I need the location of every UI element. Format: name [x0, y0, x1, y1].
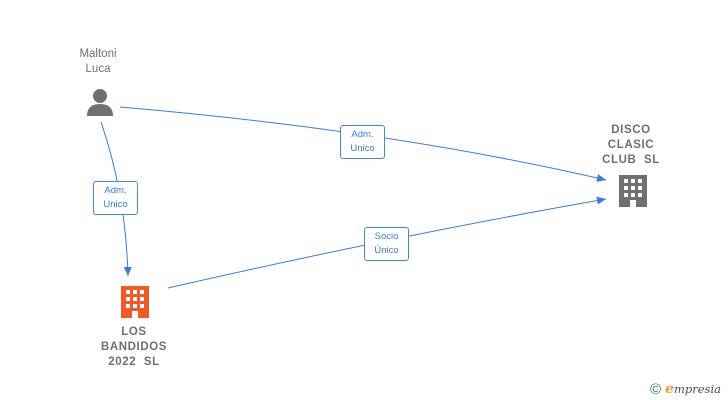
person-name-line2: Luca: [85, 63, 111, 75]
edge-label-line2: Único: [374, 245, 399, 256]
brand-rest: mpresia: [673, 382, 721, 396]
bandidos-name-line2: BANDIDOS: [100, 341, 168, 353]
copyright-icon: ©: [650, 380, 662, 398]
bandidos-name-line1: LOS: [121, 326, 147, 338]
edge-label-person-to-disco: Adm. Unico: [340, 125, 385, 159]
brand-initial: e: [665, 381, 674, 397]
edge-label-person-to-bandidos: Adm. Unico: [93, 181, 138, 215]
building-icon: [121, 286, 149, 318]
edge-label-line1: Adm.: [104, 185, 127, 196]
edge-label-line1: Socio: [374, 231, 399, 242]
person-icon: [87, 89, 113, 116]
building-icon: [619, 175, 647, 207]
disco-name-line3: CLUB SL: [602, 154, 660, 166]
edge-label-line2: Unico: [350, 143, 375, 154]
disco-name-line2: CLASIC: [607, 139, 655, 151]
edge-label-bandidos-to-disco: Socio Único: [364, 227, 409, 261]
person-name-line1: Maltoni: [79, 48, 117, 60]
footer-brand[interactable]: © empresia: [650, 379, 721, 399]
node-bandidos-label[interactable]: LOS BANDIDOS 2022 SL: [88, 325, 180, 370]
brand-logo: empresia: [665, 381, 721, 397]
node-person-label[interactable]: Maltoni Luca: [62, 47, 134, 77]
node-disco-label[interactable]: DISCO CLASIC CLUB SL: [590, 123, 672, 168]
bandidos-name-line3: 2022 SL: [108, 356, 160, 368]
edge-label-line2: Unico: [103, 199, 128, 210]
edge-label-line1: Adm.: [351, 129, 374, 140]
disco-name-line1: DISCO: [611, 124, 651, 136]
